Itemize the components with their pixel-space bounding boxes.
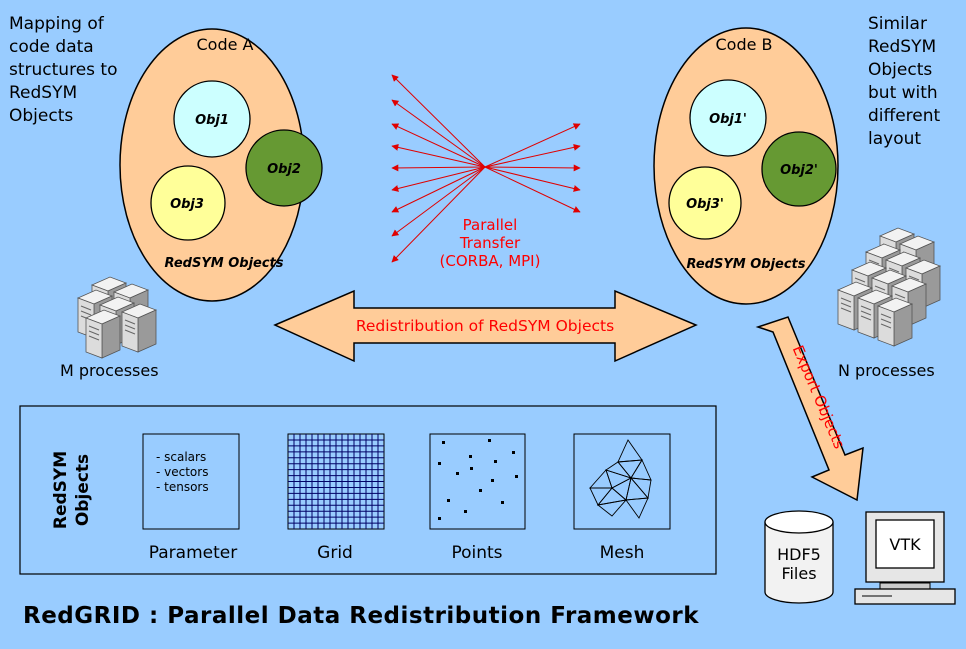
obj2-label: Obj2 (267, 162, 301, 177)
obj3b-label: Obj3' (686, 197, 724, 212)
right-note-line: layout (868, 129, 922, 149)
hdf5-label-1: HDF5 (777, 545, 821, 564)
obj1-circle (173, 80, 251, 158)
left-note: Mapping of code data structures to RedSY… (9, 13, 117, 128)
redsym-side-label-1: RedSYM (51, 451, 71, 529)
parameter-label: Parameter (149, 543, 237, 563)
obj3b-circle (668, 166, 742, 240)
obj2b-circle (761, 131, 837, 207)
code-a-title: Code A (197, 35, 254, 54)
footer-title: RedGRID : Parallel Data Redistribution F… (23, 603, 700, 629)
code-a-caption: RedSYM Objects (164, 256, 283, 271)
parameter-item-3: - tensors (156, 480, 209, 494)
code-b-title: Code B (715, 35, 772, 54)
mesh-triangles (588, 439, 652, 519)
export-arrow (755, 316, 864, 502)
parameter-item-1: - scalars (156, 450, 206, 464)
obj3-label: Obj3 (170, 197, 204, 212)
m-processes-label: M processes (60, 361, 159, 380)
hdf5-label-2: Files (781, 564, 816, 583)
obj1-label: Obj1 (195, 113, 229, 128)
transfer-line-3: (CORBA, MPI) (440, 252, 541, 270)
right-note-line: but with (868, 83, 938, 103)
vtk-label: VTK (889, 535, 921, 554)
hdf5-cylinder (764, 510, 834, 604)
points-box (429, 433, 526, 530)
right-note-line: RedSYM (868, 37, 937, 57)
obj2-circle (245, 129, 323, 207)
redistribution-label: Redistribution of RedSYM Objects (356, 317, 614, 335)
parameter-box (142, 433, 240, 530)
left-note-line: structures to (9, 60, 118, 80)
left-note-line: Objects (9, 106, 74, 126)
right-note-line: different (868, 106, 941, 126)
server-cluster-a (77, 276, 157, 359)
left-note-line: Mapping of (9, 14, 104, 34)
transfer-line-2: Transfer (459, 234, 521, 252)
redsym-side-label-2: Objects (73, 454, 93, 526)
left-note-line: code data (9, 37, 94, 57)
grid-label: Grid (317, 543, 353, 563)
obj2b-label: Obj2' (780, 163, 818, 178)
n-processes-label: N processes (838, 361, 935, 380)
right-note: Similar RedSYM Objects but with differen… (868, 13, 940, 151)
server-cluster-b (837, 227, 941, 347)
obj1b-circle (689, 79, 767, 157)
grid-lines (288, 434, 384, 529)
mesh-box (573, 433, 671, 530)
points-scatter (438, 439, 518, 520)
parameter-item-2: - vectors (156, 465, 208, 479)
left-note-line: RedSYM (9, 83, 78, 103)
right-note-line: Similar (868, 14, 927, 34)
points-label: Points (451, 543, 502, 563)
obj1b-label: Obj1' (709, 112, 747, 127)
mesh-label: Mesh (600, 543, 645, 563)
parallel-transfer-arrows (391, 74, 581, 263)
redistribution-arrow (273, 289, 698, 363)
obj3-circle (150, 165, 226, 241)
vtk-computer (854, 511, 956, 605)
code-b-caption: RedSYM Objects (686, 257, 805, 272)
transfer-line-1: Parallel (463, 216, 518, 234)
right-note-line: Objects (868, 60, 933, 80)
